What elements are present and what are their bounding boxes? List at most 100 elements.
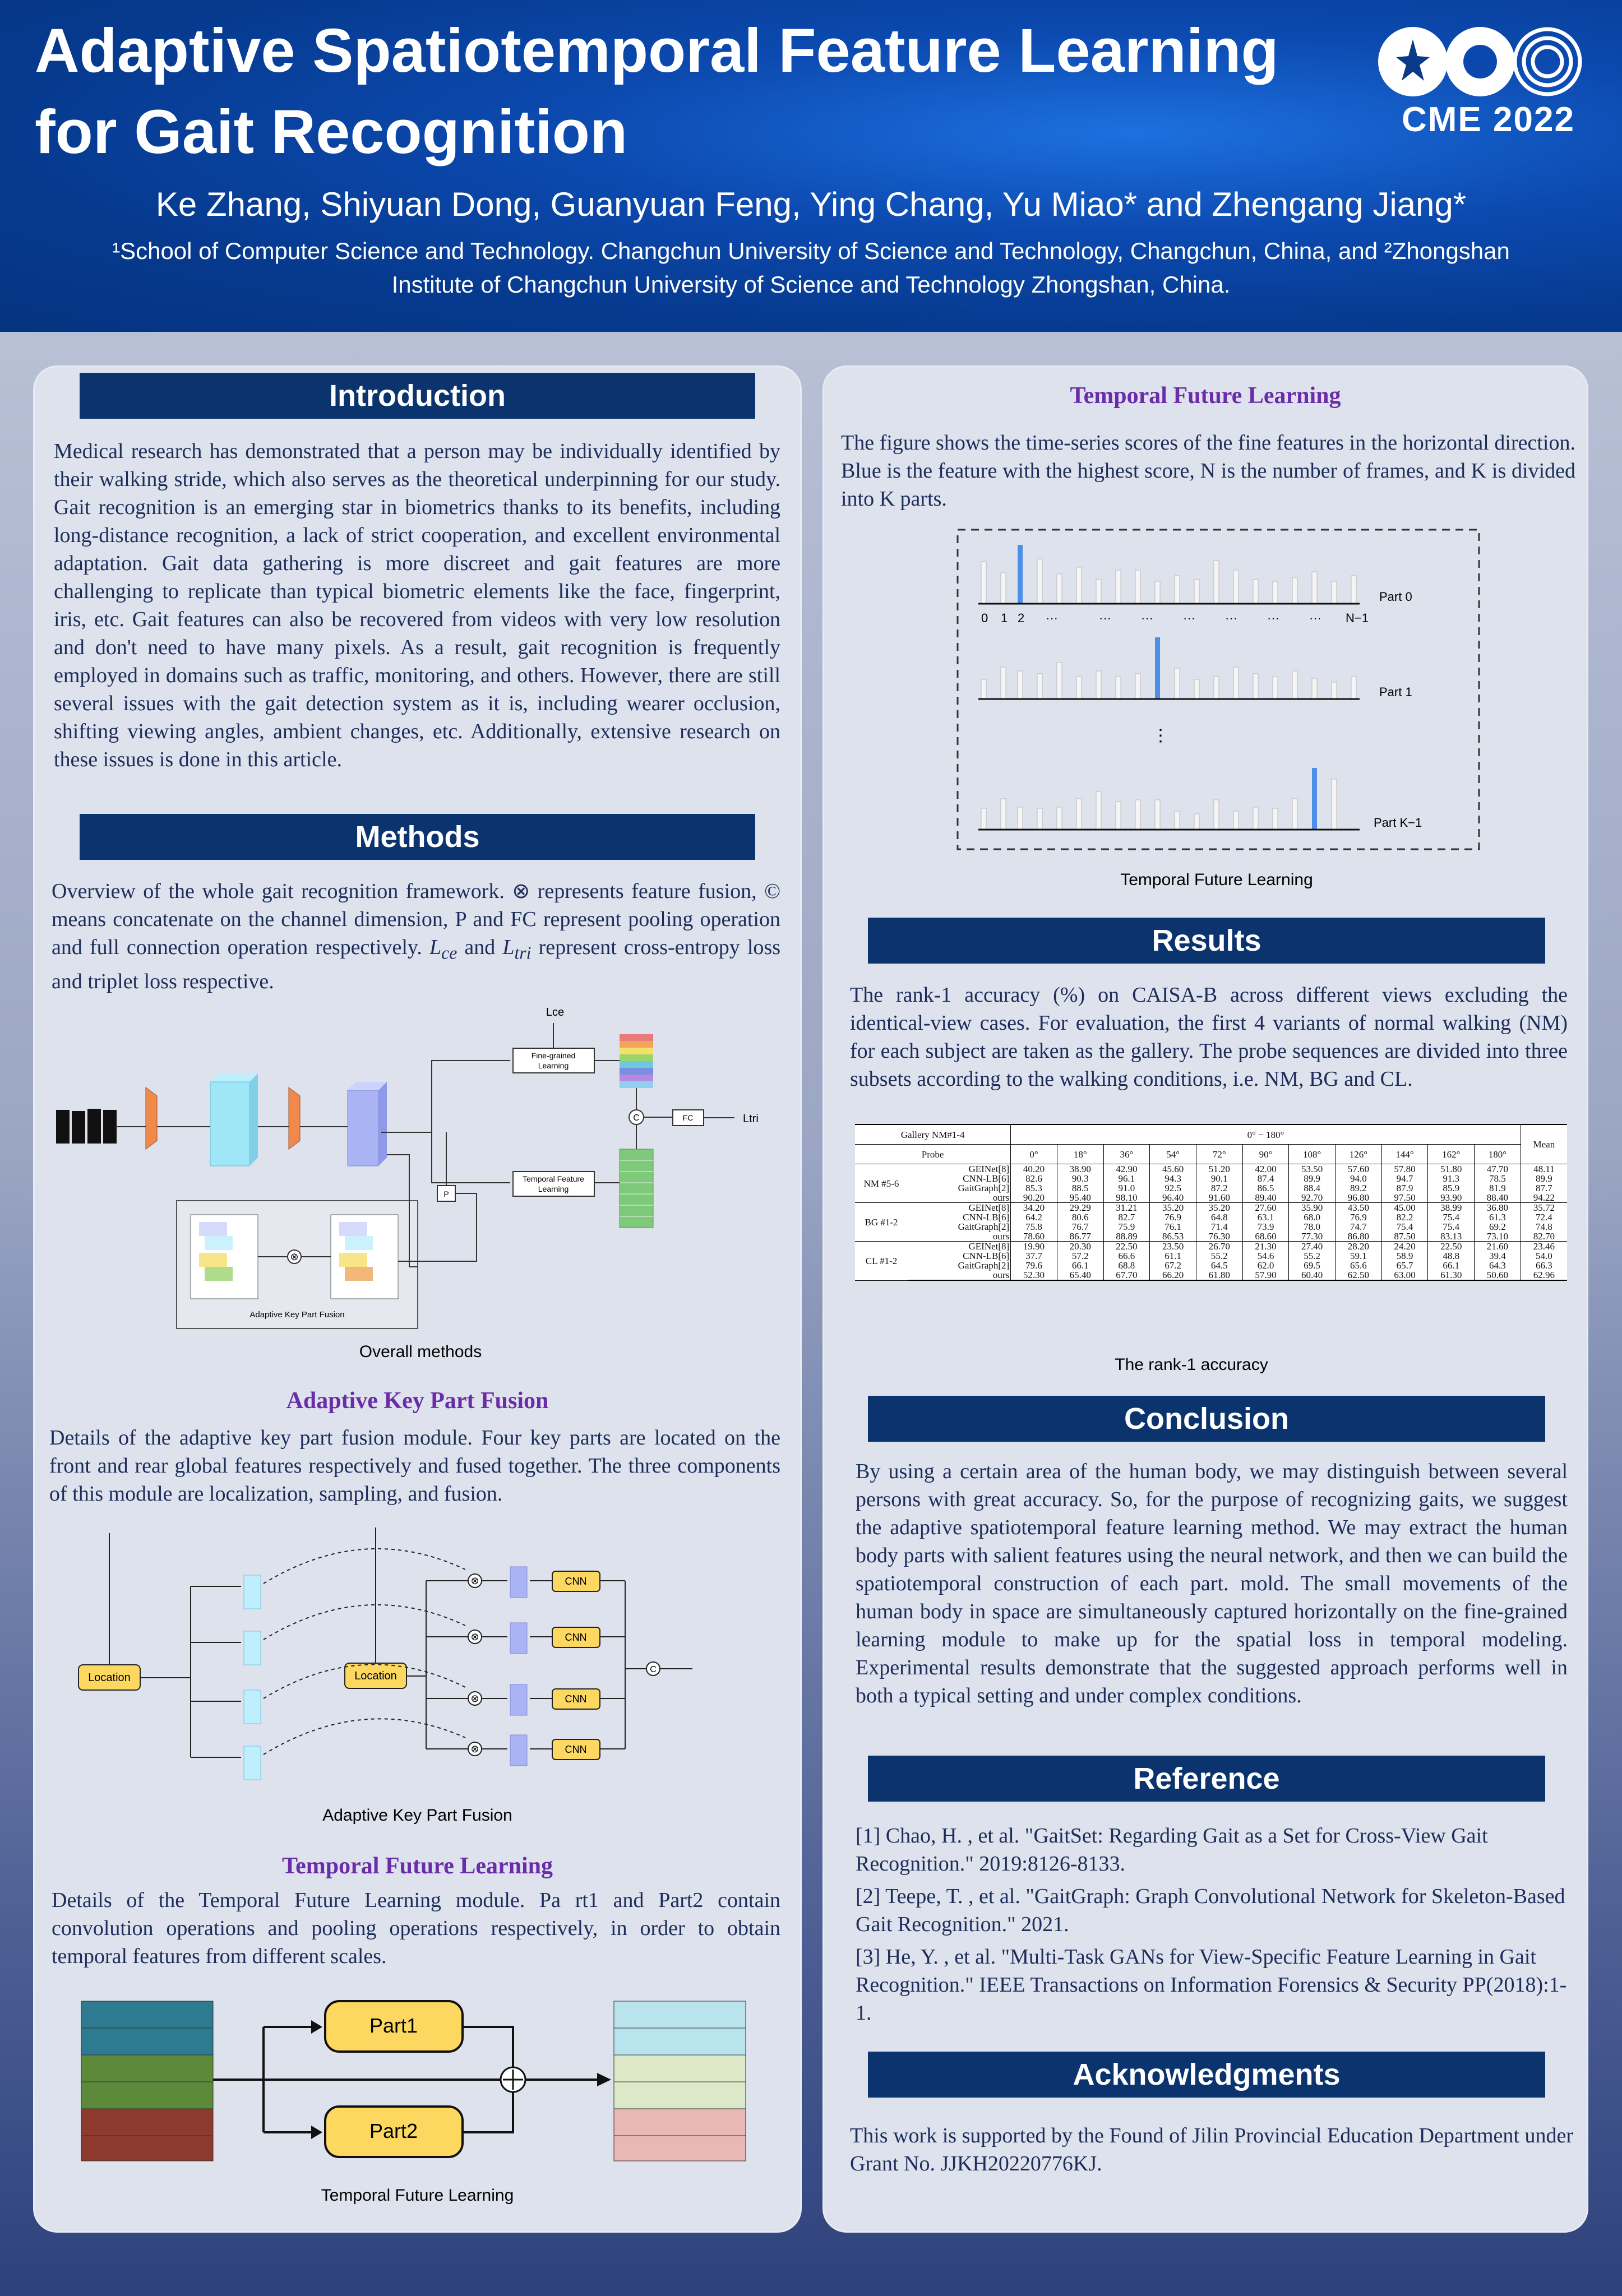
conference-label: CME 2022	[1402, 100, 1575, 139]
conclusion-heading: Conclusion	[868, 1396, 1545, 1442]
part1-score-label: Part 1	[1379, 685, 1412, 699]
overall-methods-caption: Overall methods	[359, 1343, 482, 1361]
backbone-feature-2	[347, 1090, 379, 1166]
value-cell: 97.50	[1381, 1193, 1429, 1203]
value-cell: 48.11	[1533, 1164, 1555, 1174]
value-cell: 64.5	[1196, 1261, 1243, 1270]
score-bars-part1	[981, 662, 1357, 700]
method-cell: ours	[908, 1270, 1011, 1281]
value-cell: 65.7	[1381, 1261, 1429, 1270]
value-cell: 27.60	[1242, 1202, 1290, 1212]
tfl-right-heading: Temporal Future Learning	[1070, 383, 1341, 409]
value-cell: 91.0	[1103, 1183, 1150, 1193]
frame-0-label: 0	[981, 611, 988, 625]
value-cell: 73.10	[1474, 1232, 1521, 1242]
value-cell: 54.6	[1242, 1251, 1290, 1261]
poster-title: Adaptive Spatiotemporal Feature Learning…	[35, 10, 1324, 173]
value-cell: 53.50	[1288, 1164, 1336, 1174]
max-score-bar-part0	[1018, 545, 1023, 604]
value-cell: 20.30	[1057, 1241, 1104, 1251]
vertical-dots: ⋮	[1152, 726, 1169, 745]
value-cell: 75.9	[1103, 1222, 1150, 1232]
value-cell: 63.1	[1242, 1212, 1290, 1222]
value-cell: 96.80	[1335, 1193, 1382, 1203]
value-cell: 68.60	[1242, 1232, 1290, 1242]
fusion-nodes	[468, 1573, 482, 1756]
reference-item: [2] Teepe, T. , et al. "GaitGraph: Graph…	[856, 1885, 1565, 1936]
dots-label-2: ···	[1099, 611, 1111, 625]
value-cell: 66.3	[1536, 1260, 1552, 1271]
value-cell: 71.4	[1196, 1222, 1243, 1232]
value-cell: 90.1	[1196, 1174, 1243, 1183]
value-cell: 94.3	[1149, 1174, 1196, 1183]
value-cell: 76.30	[1196, 1232, 1243, 1242]
pool-label: P	[443, 1189, 449, 1198]
value-cell: 86.5	[1242, 1183, 1290, 1193]
value-cell: 45.00	[1381, 1202, 1429, 1212]
cnn-blocks	[552, 1571, 600, 1760]
tfl-left-text: Details of the Temporal Future Learning …	[52, 1888, 780, 1968]
fc-label: FC	[683, 1113, 694, 1122]
frame-index-labels: 0 1 2 ··· ··· ··· ··· ··· ··· ··· N−1	[981, 611, 1369, 625]
value-cell: 66.20	[1149, 1270, 1196, 1281]
value-cell: 23.50	[1149, 1241, 1196, 1251]
methods-text: Overview of the whole gait recognition f…	[52, 879, 780, 993]
title-line-2: for Gait Recognition	[35, 98, 628, 166]
value-cell: 22.50	[1103, 1241, 1150, 1251]
introduction-heading: Introduction	[80, 373, 755, 419]
value-cell: 69.5	[1288, 1261, 1336, 1270]
authors: Ke Zhang, Shiyuan Dong, Guanyuan Feng, Y…	[155, 186, 1467, 223]
cnn-label-3: CNN	[565, 1693, 587, 1705]
value-cell: 54.0	[1536, 1251, 1552, 1261]
akpf-concat-symbol: C	[650, 1665, 657, 1674]
value-cell: 67.70	[1103, 1270, 1150, 1281]
value-cell: 57.60	[1335, 1164, 1382, 1174]
right-panel	[824, 367, 1587, 2231]
value-cell: 81.9	[1474, 1183, 1521, 1193]
value-cell: 42.90	[1103, 1164, 1150, 1174]
value-cell: 57.80	[1381, 1164, 1429, 1174]
ltri-label: Ltri	[743, 1113, 759, 1125]
concat-symbol: C	[633, 1113, 640, 1123]
tfl-left-figure: Part1 Part2	[81, 2000, 746, 2161]
ring-logo-icon	[1445, 27, 1515, 96]
dots-label-1: ···	[1046, 611, 1058, 625]
value-cell: 87.4	[1242, 1174, 1290, 1183]
dots-label-7: ···	[1309, 611, 1321, 625]
cnn-label-2: CNN	[565, 1632, 587, 1643]
value-cell: 62.0	[1242, 1261, 1290, 1270]
value-cell: 29.29	[1057, 1202, 1104, 1212]
reference-heading: Reference	[868, 1756, 1545, 1802]
value-cell: 64.2	[1010, 1212, 1057, 1222]
value-cell: 86.53	[1149, 1232, 1196, 1242]
value-cell: 76.9	[1335, 1212, 1382, 1222]
value-cell: 75.8	[1010, 1222, 1057, 1232]
value-cell: 82.6	[1010, 1174, 1057, 1183]
dots-label-3: ···	[1141, 611, 1153, 625]
fusion-symbol: ⊗	[290, 1251, 298, 1262]
value-cell: 43.50	[1335, 1202, 1382, 1212]
method-cell: ours	[908, 1232, 1011, 1242]
value-cell: 57.90	[1242, 1270, 1290, 1281]
akpf-box-label: Adaptive Key Part Fusion	[249, 1310, 344, 1320]
value-cell: 75.4	[1427, 1212, 1475, 1222]
view-range-cell: 0° − 180°	[1010, 1124, 1521, 1145]
value-cell: 21.30	[1242, 1241, 1290, 1251]
results-text: The rank-1 accuracy (%) on CAISA-B acros…	[850, 983, 1568, 1091]
value-cell: 19.90	[1010, 1241, 1057, 1251]
lce-label: Lce	[546, 1006, 564, 1019]
value-cell: 64.3	[1474, 1261, 1521, 1270]
value-cell: 51.80	[1427, 1164, 1475, 1174]
value-cell: 73.9	[1242, 1222, 1290, 1232]
tfl-right-figure: Part 0 0 1 2 ··· ··· ··· ··· ··· ··· ···…	[956, 529, 1480, 850]
value-cell: 98.10	[1103, 1193, 1150, 1203]
introduction-text: Medical research has demonstrated that a…	[54, 439, 780, 771]
value-cell: 42.00	[1242, 1164, 1290, 1174]
backbone-feature-1	[210, 1073, 258, 1082]
dots-label-6: ···	[1267, 611, 1279, 625]
value-cell: 67.2	[1149, 1261, 1196, 1270]
method-cell: CNN-LB[6]	[908, 1251, 1011, 1261]
